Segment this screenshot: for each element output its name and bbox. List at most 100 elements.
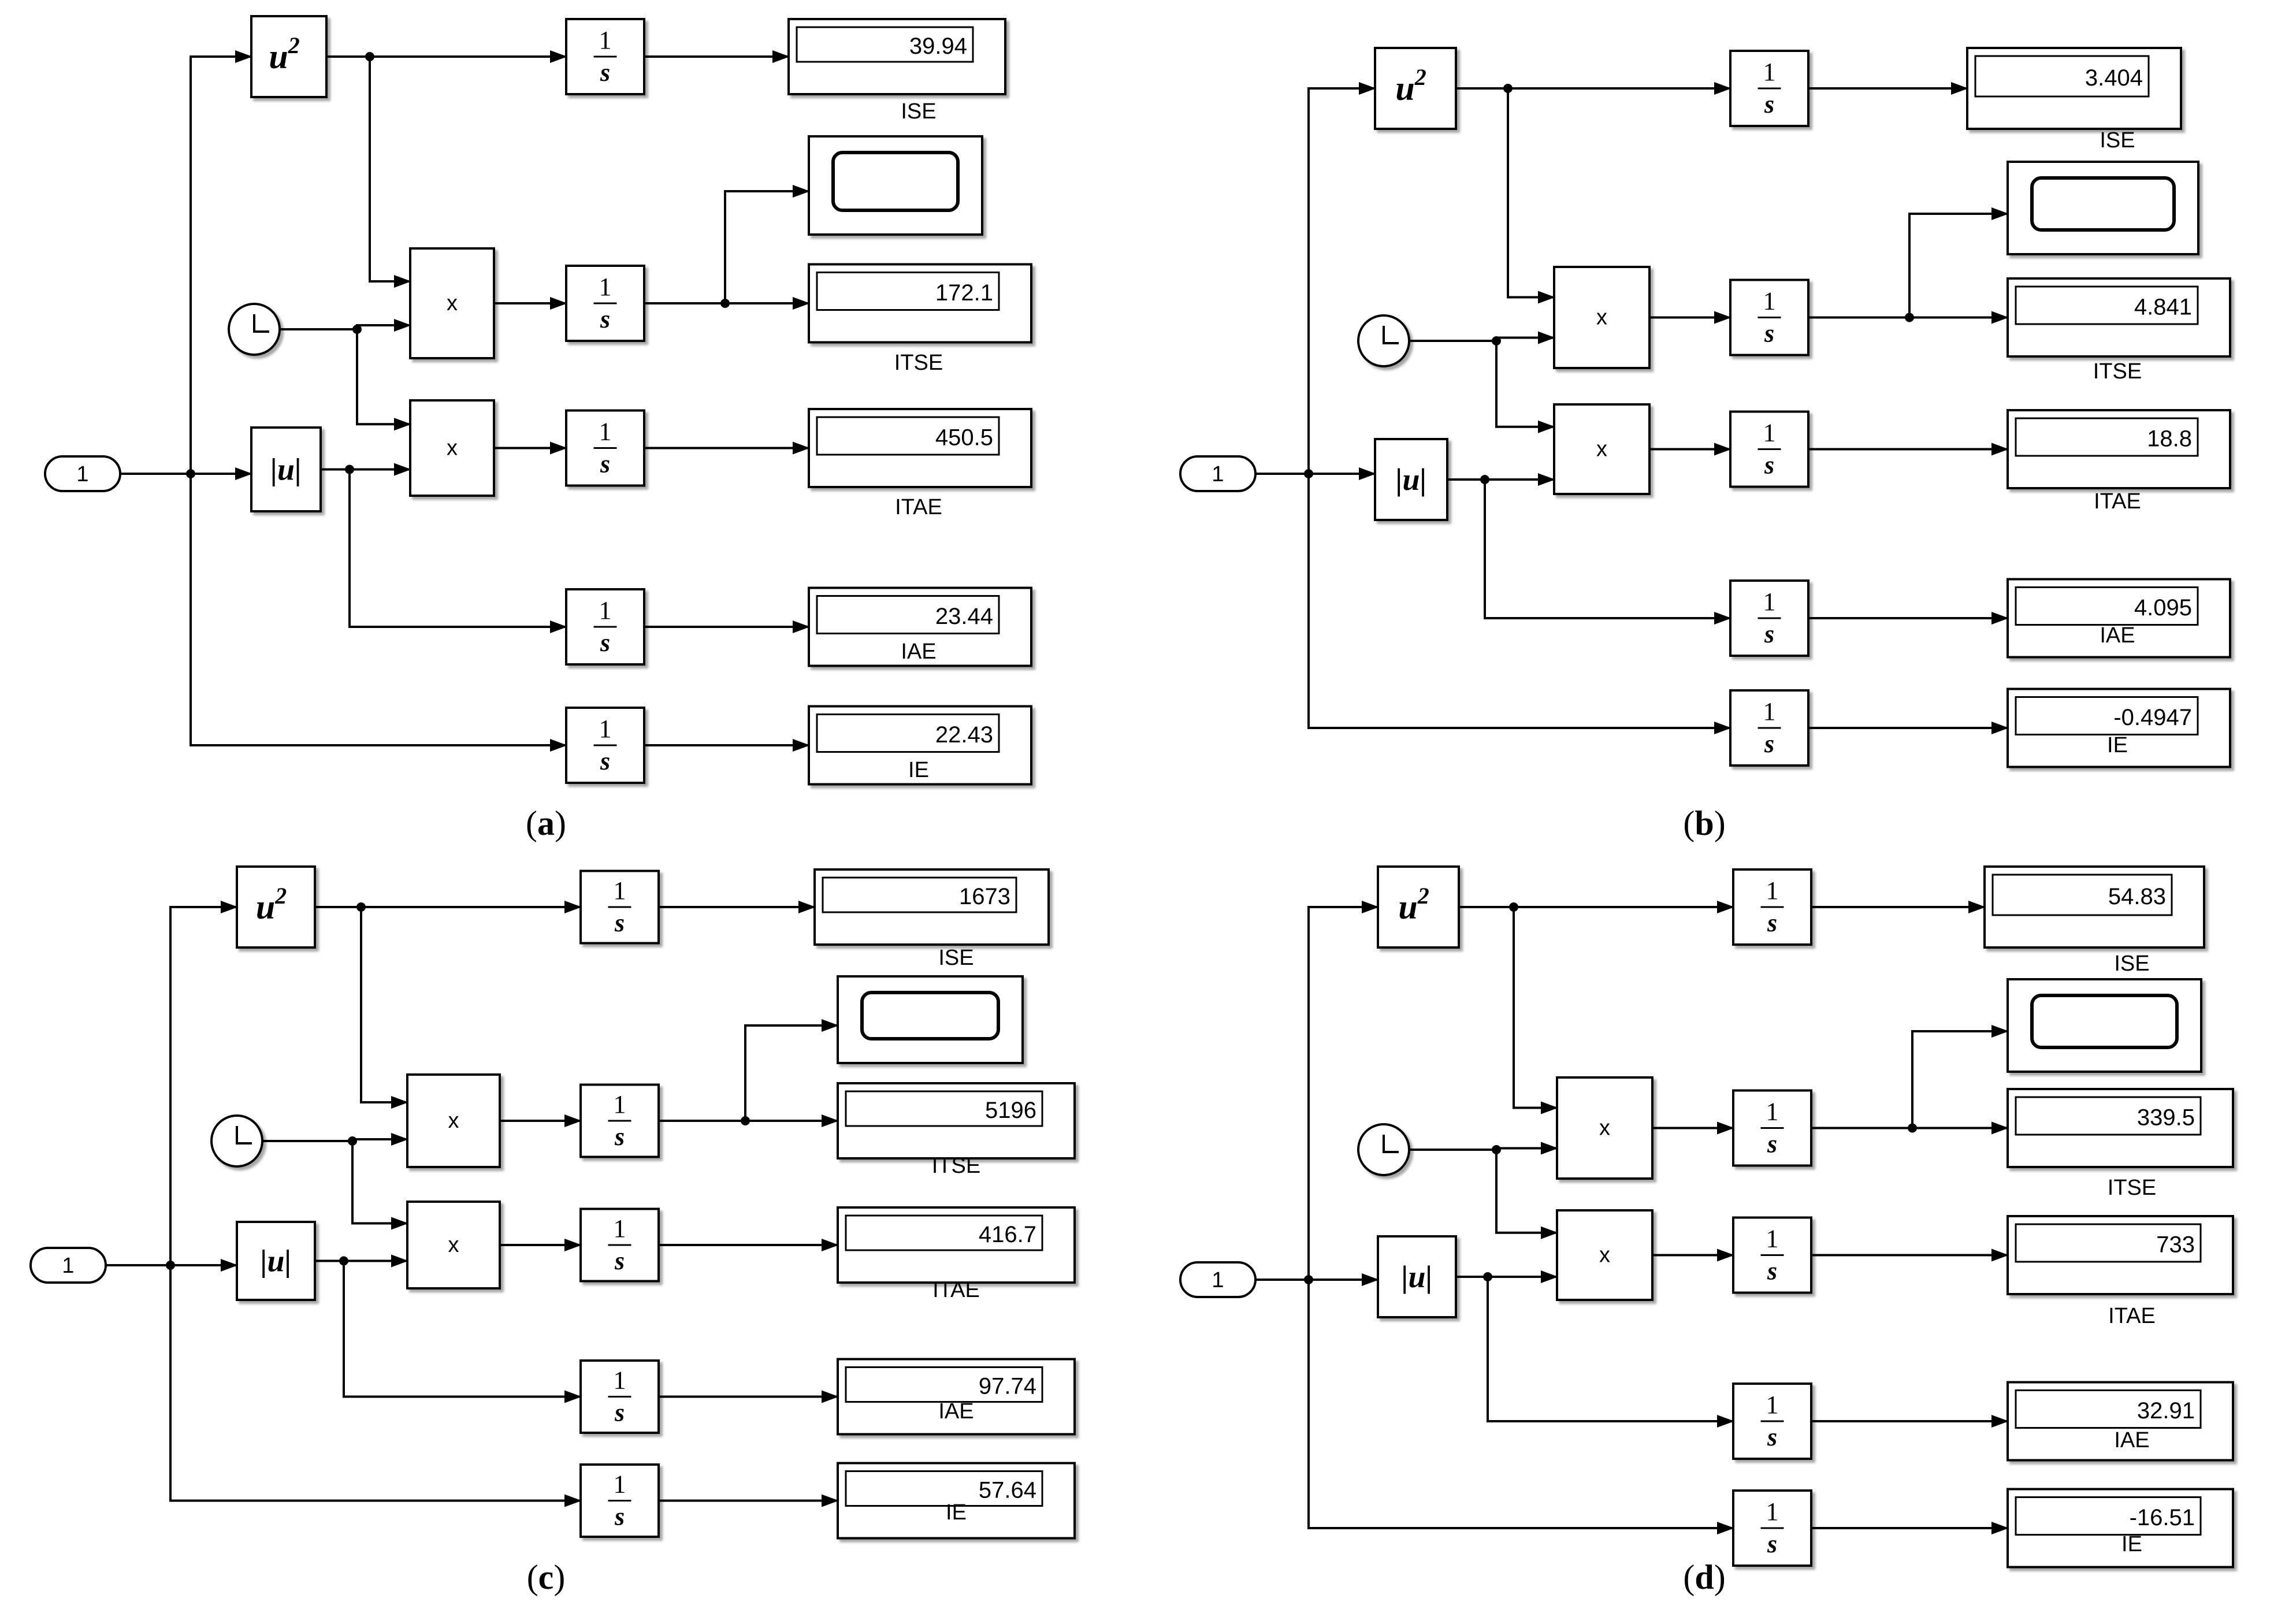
signal-line bbox=[1495, 341, 1555, 433]
signal-line bbox=[190, 50, 252, 474]
product-block-1 bbox=[406, 1073, 501, 1168]
signal-line bbox=[1307, 901, 1379, 1280]
product-label: x bbox=[448, 1233, 459, 1257]
display-value-iae: 4.095 bbox=[2134, 595, 2192, 620]
signal-line bbox=[356, 329, 411, 431]
display-label-iae: IAE bbox=[901, 640, 936, 664]
integrator-numerator: 1 bbox=[614, 1214, 626, 1243]
product-block-2 bbox=[406, 1201, 501, 1289]
integrator-denominator: s bbox=[1767, 1257, 1777, 1285]
integrator-numerator: 1 bbox=[599, 26, 612, 54]
panel-caption: (d) bbox=[1683, 1558, 1725, 1596]
abs-label: |u| bbox=[261, 1244, 292, 1279]
display-label-ise: ISE bbox=[901, 99, 936, 124]
inport-label: 1 bbox=[1212, 462, 1224, 486]
integrator-numerator: 1 bbox=[1763, 588, 1776, 616]
display-label-iae: IAE bbox=[938, 1399, 973, 1424]
integrator-denominator: s bbox=[614, 1123, 625, 1151]
integrator-numerator: 1 bbox=[1766, 1098, 1779, 1126]
integrator-numerator: 1 bbox=[1766, 1225, 1779, 1253]
branch-point bbox=[186, 469, 195, 478]
signal-line bbox=[1911, 1025, 2009, 1128]
integrator-numerator: 1 bbox=[1763, 58, 1776, 86]
abs-block bbox=[236, 1221, 316, 1301]
display-label-iae: IAE bbox=[2100, 623, 2135, 648]
abs-block bbox=[1374, 438, 1448, 521]
square-block bbox=[1374, 47, 1457, 130]
integrator-denominator: s bbox=[1764, 319, 1774, 348]
integrator-denominator: s bbox=[1764, 730, 1774, 758]
square-block bbox=[236, 865, 316, 949]
display-label-itae: ITAE bbox=[2108, 1304, 2156, 1328]
display-label-ie: IE bbox=[946, 1500, 967, 1525]
display-label-iae: IAE bbox=[2114, 1428, 2149, 1452]
integrator-denominator: s bbox=[1764, 620, 1774, 648]
display-label-itae: ITAE bbox=[895, 495, 942, 519]
abs-label: |u| bbox=[270, 452, 302, 487]
product-label: x bbox=[448, 1109, 459, 1133]
display-value-ise: 39.94 bbox=[909, 34, 967, 59]
integrator-numerator: 1 bbox=[1766, 1391, 1779, 1419]
integrator-numerator: 1 bbox=[614, 876, 626, 905]
signal-line bbox=[190, 474, 567, 752]
display-label-ie: IE bbox=[2121, 1532, 2142, 1556]
integrator-numerator: 1 bbox=[599, 273, 612, 301]
panel-a: 1u2|u|xx1s1s1s1s1s39.94ISE172.1ITSE450.5… bbox=[44, 15, 1032, 842]
display-value-iae: 97.74 bbox=[979, 1374, 1036, 1399]
branch-point bbox=[1304, 469, 1313, 478]
display-field bbox=[845, 1366, 1043, 1403]
inport-label: 1 bbox=[1212, 1268, 1224, 1292]
signal-line bbox=[1307, 474, 1731, 734]
integrator-denominator: s bbox=[600, 450, 610, 478]
integrator-denominator: s bbox=[614, 1503, 625, 1531]
signal-line bbox=[169, 901, 238, 1265]
signal-line bbox=[169, 1265, 582, 1507]
display-field bbox=[2015, 285, 2199, 325]
integrator-denominator: s bbox=[600, 305, 610, 333]
display-field bbox=[2015, 696, 2199, 735]
display-field bbox=[2015, 1496, 2202, 1536]
signal-line bbox=[1513, 907, 1558, 1114]
integrator-numerator: 1 bbox=[1766, 876, 1779, 905]
display-value-itse: 5196 bbox=[985, 1098, 1036, 1123]
panel-b: 1u2|u|xx1s1s1s1s1s3.404ISE4.841ITSE18.8I… bbox=[1179, 47, 2231, 842]
display-value-ie: 22.43 bbox=[935, 722, 993, 748]
clock-hands-icon bbox=[1383, 326, 1399, 344]
integrator-denominator: s bbox=[1767, 1423, 1777, 1451]
integrator-denominator: s bbox=[600, 629, 610, 657]
integrator-denominator: s bbox=[1764, 90, 1774, 118]
display-label-itse: ITSE bbox=[2108, 1176, 2156, 1200]
signal-line bbox=[348, 469, 567, 633]
integrator-numerator: 1 bbox=[1766, 1497, 1779, 1526]
product-label: x bbox=[447, 291, 458, 315]
display-field bbox=[2015, 1096, 2202, 1136]
display-field bbox=[2015, 1389, 2202, 1429]
display-field bbox=[816, 416, 1000, 456]
panel-c: 1u2|u|xx1s1s1s1s1s1673ISE5196ITSE416.7IT… bbox=[29, 865, 1076, 1596]
integrator-denominator: s bbox=[614, 909, 625, 937]
panel-d: 1u2|u|xx1s1s1s1s1s54.83ISE339.5ITSE733IT… bbox=[1179, 865, 2234, 1596]
integrator-numerator: 1 bbox=[1763, 287, 1776, 315]
square-label: u2 bbox=[269, 32, 299, 76]
display-field bbox=[1974, 55, 2150, 98]
display-field bbox=[845, 1214, 1043, 1251]
display-value-ie: -16.51 bbox=[2130, 1505, 2195, 1530]
display-field bbox=[816, 272, 1000, 311]
display-value-itse: 172.1 bbox=[935, 280, 993, 306]
square-label: u2 bbox=[1395, 64, 1426, 107]
product-label: x bbox=[1596, 437, 1607, 462]
integrator-numerator: 1 bbox=[614, 1090, 626, 1118]
display-field bbox=[1991, 874, 2173, 916]
integrator-denominator: s bbox=[1767, 1130, 1777, 1158]
signal-line bbox=[360, 907, 408, 1109]
scope-screen bbox=[2030, 176, 2176, 232]
display-value-ise: 1673 bbox=[959, 884, 1010, 909]
signal-line bbox=[369, 57, 411, 288]
signal-line bbox=[351, 1141, 408, 1230]
display-field bbox=[2015, 586, 2199, 626]
signal-line bbox=[1307, 1280, 1734, 1534]
display-value-iae: 23.44 bbox=[935, 604, 993, 629]
branch-point bbox=[166, 1261, 175, 1270]
